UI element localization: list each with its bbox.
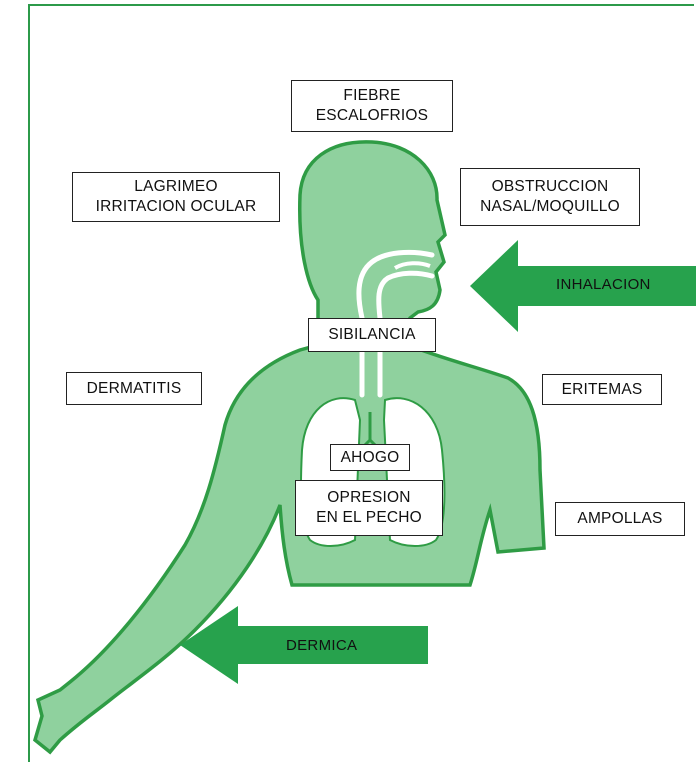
inhalation-label: INHALACION [556,276,651,293]
label-wheezing: SIBILANCIA [308,318,436,352]
label-blisters: AMPOLLAS [555,502,685,536]
label-nasal-line2: NASAL/MOQUILLO [461,197,639,217]
label-chest-line1: OPRESION [296,488,442,508]
dermal-label: DERMICA [286,637,357,654]
label-nasal-line1: OBSTRUCCION [461,177,639,197]
label-dermatitis: DERMATITIS [66,372,202,405]
label-choking: AHOGO [330,444,410,471]
label-chest-tightness: OPRESION EN EL PECHO [295,480,443,536]
label-tearing-line2: IRRITACION OCULAR [73,197,279,217]
label-tearing-line1: LAGRIMEO [73,177,279,197]
label-nasal-obstruction: OBSTRUCCION NASAL/MOQUILLO [460,168,640,226]
label-tearing-eye-irritation: LAGRIMEO IRRITACION OCULAR [72,172,280,222]
label-fever-line1: FIEBRE [292,86,452,106]
label-fever-line2: ESCALOFRIOS [292,106,452,126]
label-fever-chills: FIEBRE ESCALOFRIOS [291,80,453,132]
label-chest-line2: EN EL PECHO [296,508,442,528]
label-erythema: ERITEMAS [542,374,662,405]
